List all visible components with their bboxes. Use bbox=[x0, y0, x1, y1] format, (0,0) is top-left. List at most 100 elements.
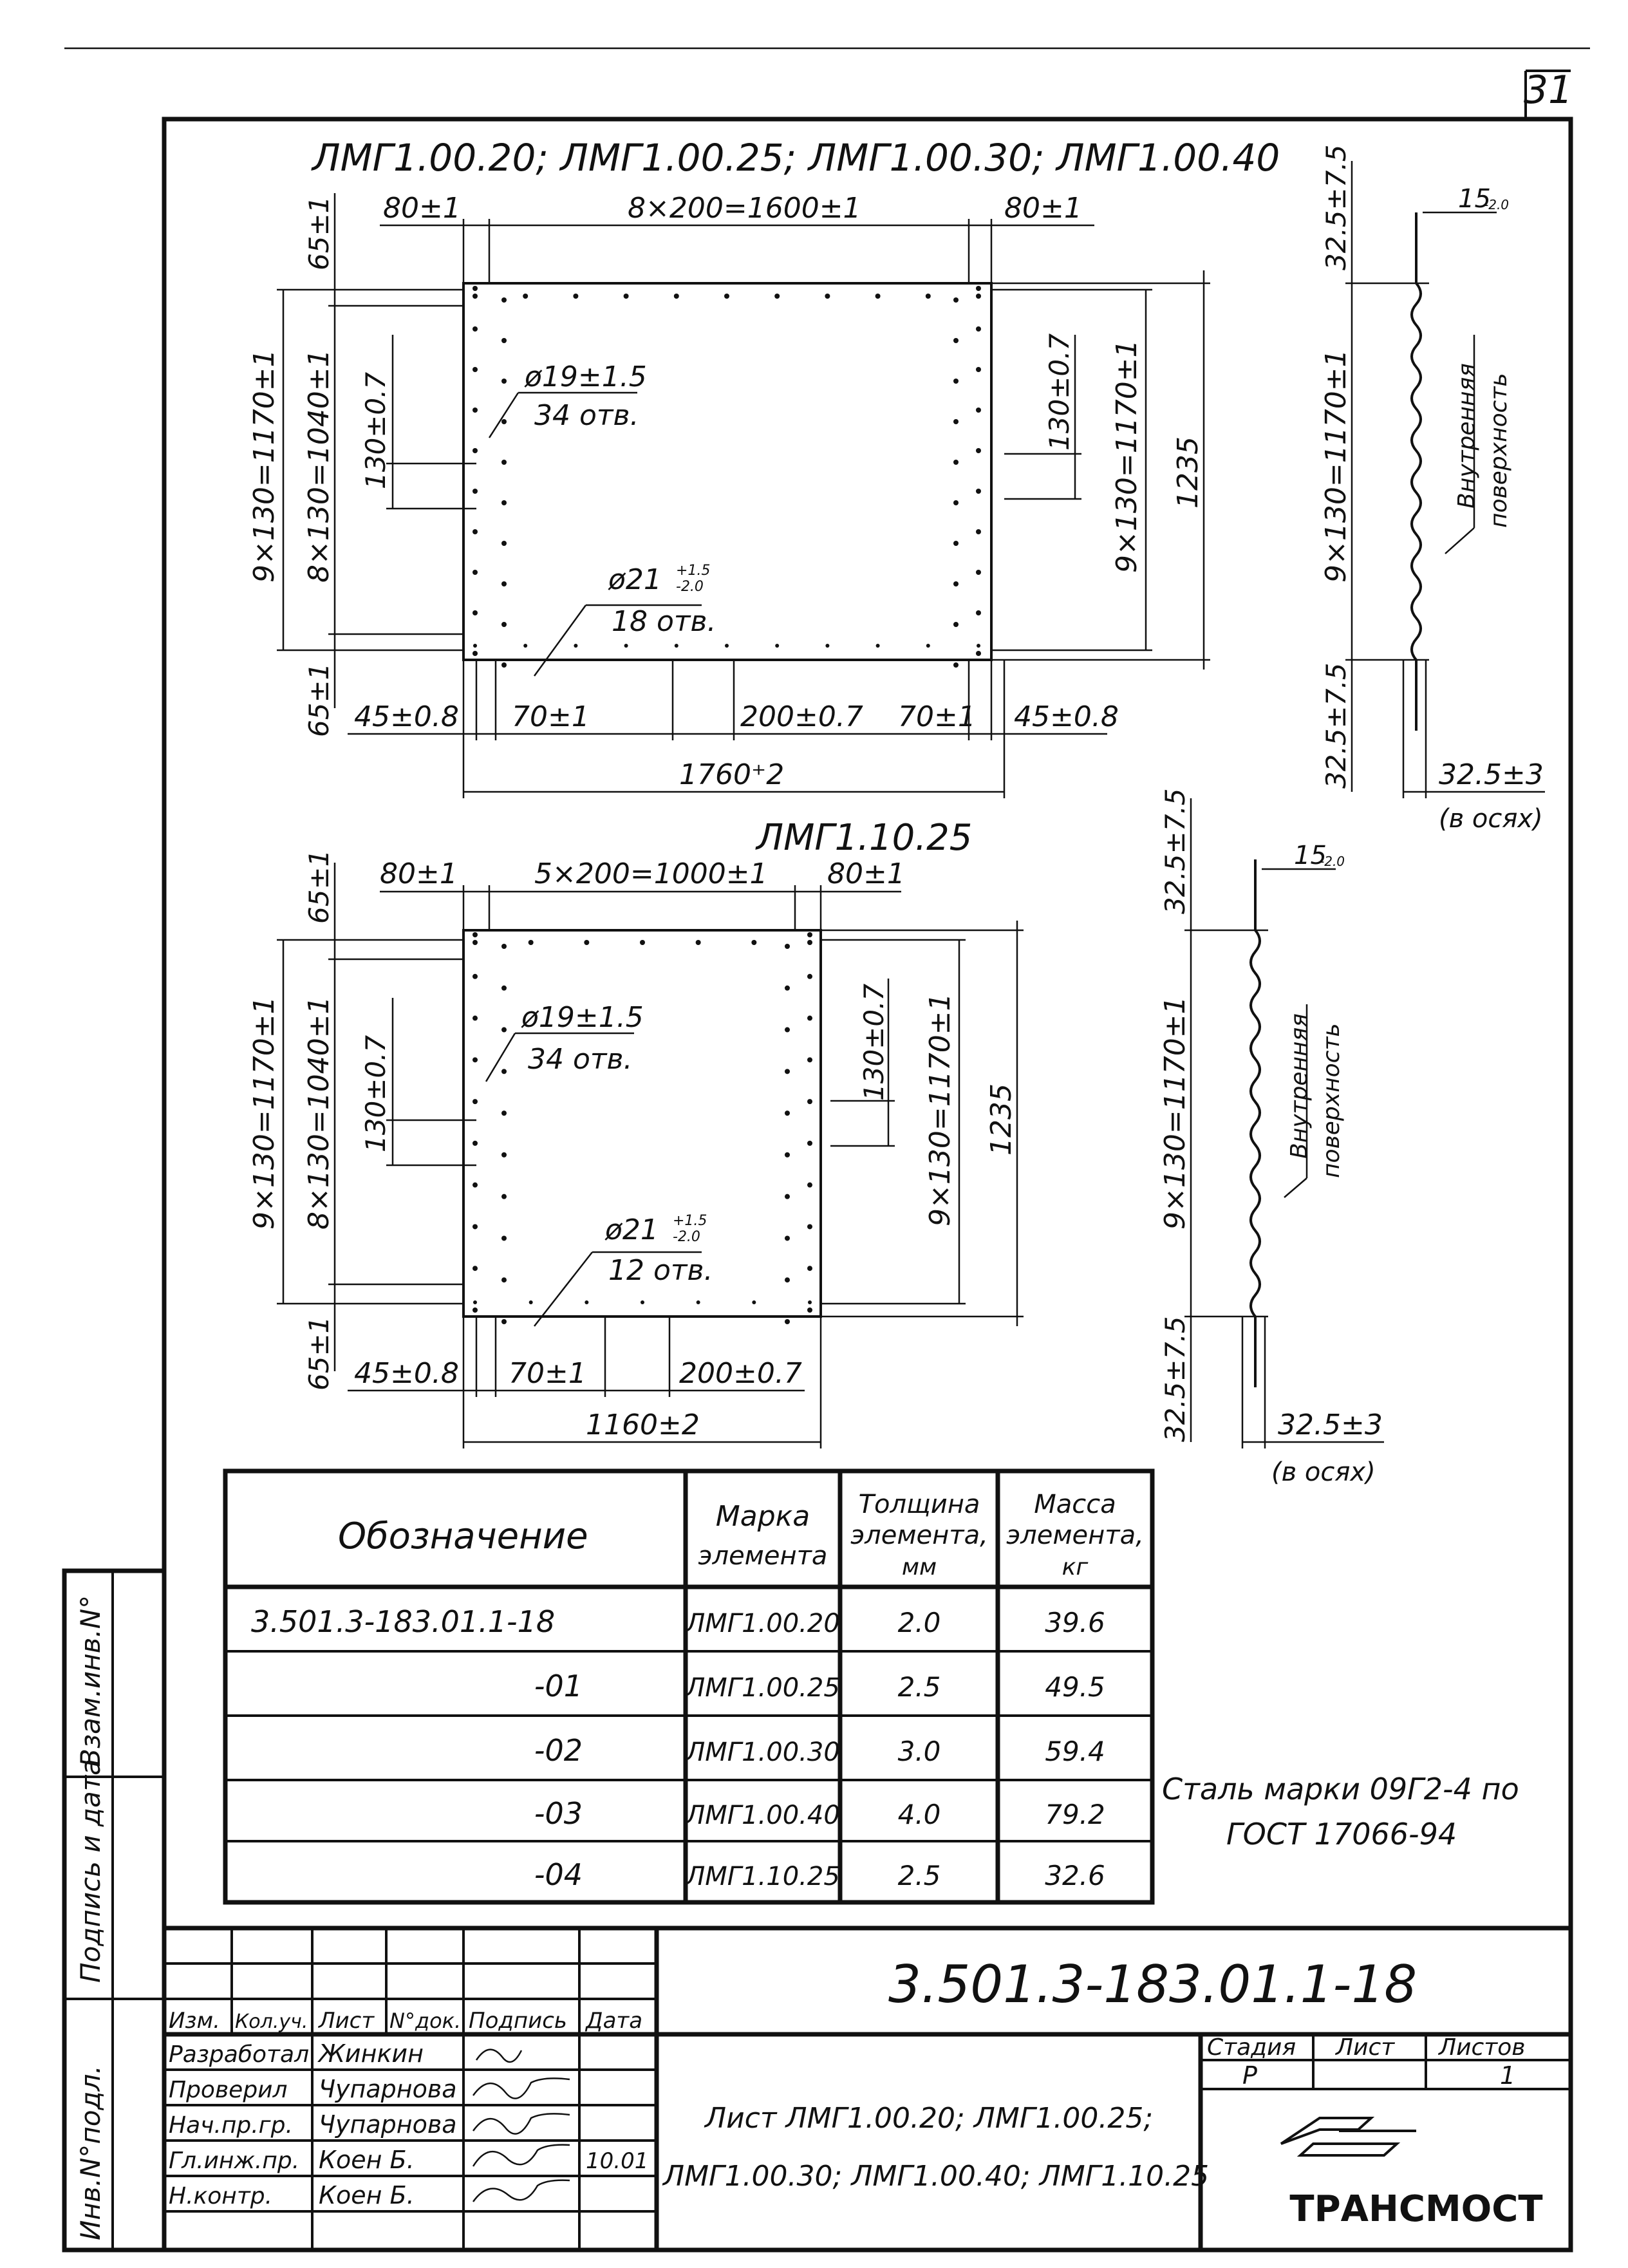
hole-mark bbox=[976, 610, 981, 615]
profile2-label-1: Внутренняя bbox=[1286, 1013, 1313, 1159]
dim-1235: 1235 bbox=[1172, 436, 1204, 509]
table-row-designation: -03 bbox=[534, 1796, 583, 1831]
hole-mark bbox=[472, 1099, 478, 1105]
plate-drawing-2: ЛМГ1.10.25 80±1 5×200=1000±1 80±1 65±1 9… bbox=[248, 817, 1024, 1448]
hole-mark bbox=[976, 326, 981, 332]
tb-col-data: Дата bbox=[585, 2008, 642, 2034]
table-row-thickness: 2.0 bbox=[898, 1607, 941, 1638]
hole-mark bbox=[785, 1069, 790, 1074]
hole-mark bbox=[976, 448, 981, 453]
hole-mark bbox=[807, 1140, 812, 1146]
dim-left-outer: 9×130=1170±1 bbox=[248, 349, 281, 583]
hole-mark bbox=[725, 644, 729, 648]
spec-table: Обозначение Марка элемента Толщина элеме… bbox=[223, 1468, 1155, 1905]
table-row-mark: ЛМГ1.00.20 bbox=[684, 1609, 840, 1638]
wave-profile-line-1 bbox=[1410, 212, 1422, 731]
table-row-mass: 32.6 bbox=[1045, 1860, 1105, 1891]
dim-70-left: 70±1 bbox=[512, 700, 590, 733]
hole-mark bbox=[976, 367, 981, 372]
hole-mark bbox=[473, 644, 477, 648]
doc-code: 3.501.3-183.01.1-18 bbox=[888, 1954, 1417, 2014]
hole-mark bbox=[472, 651, 478, 656]
table-header-mark-1: Марка bbox=[716, 1500, 810, 1533]
hole-mark bbox=[953, 419, 959, 424]
title-block: Изм. Кол.уч. Лист N°док. Подпись Дата Ра… bbox=[164, 1926, 1571, 2250]
hole-mark bbox=[624, 644, 628, 648]
hole-mark bbox=[785, 1194, 790, 1199]
drawing2-dim-top-right: 80±1 bbox=[827, 858, 905, 890]
table-header-thick-3: мм bbox=[902, 1554, 937, 1580]
hole-mark bbox=[696, 1300, 700, 1304]
hole-mark bbox=[976, 294, 981, 299]
hole-mark bbox=[573, 294, 579, 299]
hole-mark bbox=[953, 622, 959, 627]
table-row-designation: 3.501.3-183.01.1-18 bbox=[251, 1604, 555, 1639]
drawing2-dim-left-outer: 9×130=1170±1 bbox=[248, 996, 281, 1230]
hole-mark bbox=[751, 940, 757, 945]
tb-role: Н.контр. bbox=[169, 2183, 272, 2209]
drawing2-hole-19-count: 34 отв. bbox=[528, 1043, 632, 1076]
hole-mark bbox=[501, 1194, 507, 1199]
hole-mark bbox=[785, 1319, 790, 1324]
hole-mark bbox=[472, 489, 478, 494]
hole-mark bbox=[825, 644, 830, 648]
dim-65-top: 65±1 bbox=[303, 196, 335, 270]
tb-col-kol: Кол.уч. bbox=[235, 2010, 308, 2033]
table-header-mass-2: элемента, bbox=[1006, 1521, 1144, 1550]
tb-role: Проверил bbox=[169, 2077, 288, 2103]
hole-pattern-2 bbox=[472, 932, 812, 1324]
drawing2-dim-45-left: 45±0.8 bbox=[354, 1357, 459, 1390]
dim-top-mid: 8×200=1600±1 bbox=[628, 192, 861, 225]
table-row-mass: 79.2 bbox=[1045, 1799, 1105, 1830]
hole-mark bbox=[501, 1235, 507, 1241]
table-row-mark: ЛМГ1.00.40 bbox=[684, 1801, 840, 1830]
hole-mark bbox=[473, 1300, 477, 1304]
table-row-thickness: 2.5 bbox=[898, 1860, 941, 1891]
hole-mark bbox=[808, 1300, 812, 1304]
hole-mark bbox=[976, 408, 981, 413]
table-row-designation: -04 bbox=[534, 1857, 583, 1892]
table-header-thick-2: элемента, bbox=[850, 1521, 988, 1550]
hole-mark bbox=[953, 379, 959, 384]
hole-mark bbox=[785, 1277, 790, 1283]
hole-mark bbox=[501, 1152, 507, 1157]
wave-profile-1: 15 -2.0 32.5±7.5 9×130=1170±1 32.5±7.5 В… bbox=[1320, 144, 1545, 834]
drawing2-dim-total: 1160±2 bbox=[586, 1409, 700, 1441]
hole-mark bbox=[501, 500, 507, 505]
table-header-mark-2: элемента bbox=[698, 1541, 828, 1571]
hole-mark bbox=[472, 570, 478, 575]
profile2-dim-axes: 32.5±3 bbox=[1278, 1409, 1383, 1441]
profile2-dim-axes-note: (в осях) bbox=[1271, 1457, 1376, 1487]
hole-mark bbox=[953, 581, 959, 586]
drawing2-dim-top-left: 80±1 bbox=[380, 858, 458, 890]
hole-mark bbox=[953, 662, 959, 668]
tb-stage-value: Р bbox=[1242, 2061, 1257, 2090]
side-inv-zam: Взам.инв.N° bbox=[75, 1595, 106, 1767]
profile2-dim-15: 15 bbox=[1294, 841, 1327, 870]
profile1-dim-mid: 9×130=1170±1 bbox=[1320, 349, 1352, 583]
tb-name-line1: Лист ЛМГ1.00.20; ЛМГ1.00.25; bbox=[704, 2102, 1153, 2135]
steel-note-line1: Сталь марки 09Г2-4 по bbox=[1162, 1772, 1519, 1806]
dim-130-right: 130±0.7 bbox=[1043, 333, 1075, 451]
hole-mark bbox=[785, 1235, 790, 1241]
hole-mark bbox=[640, 940, 645, 945]
drawing2-hole-21-tol-up: +1.5 bbox=[673, 1213, 707, 1229]
table-row-thickness: 4.0 bbox=[898, 1799, 941, 1830]
hole-mark bbox=[807, 940, 812, 945]
hole-mark bbox=[953, 541, 959, 546]
hole-mark bbox=[501, 419, 507, 424]
hole-mark bbox=[501, 985, 507, 991]
drawing2-dim-130-left: 130±0.7 bbox=[360, 1035, 391, 1152]
hole-mark bbox=[674, 644, 678, 648]
tb-name: Коен Б. bbox=[319, 2181, 415, 2209]
hole-mark bbox=[472, 286, 478, 291]
tb-name: Жинкин bbox=[317, 2039, 424, 2068]
hole-mark bbox=[785, 985, 790, 991]
steel-note-line2: ГОСТ 17066-94 bbox=[1226, 1817, 1457, 1851]
drawing2-dim-130-right: 130±0.7 bbox=[858, 984, 890, 1101]
hole-mark bbox=[501, 581, 507, 586]
dim-65-bot: 65±1 bbox=[303, 663, 335, 737]
company-logo: ТРАНСМОСТ bbox=[1280, 2117, 1543, 2230]
hole-mark bbox=[472, 1266, 478, 1271]
hole-19-label: ø19±1.5 bbox=[524, 361, 647, 393]
